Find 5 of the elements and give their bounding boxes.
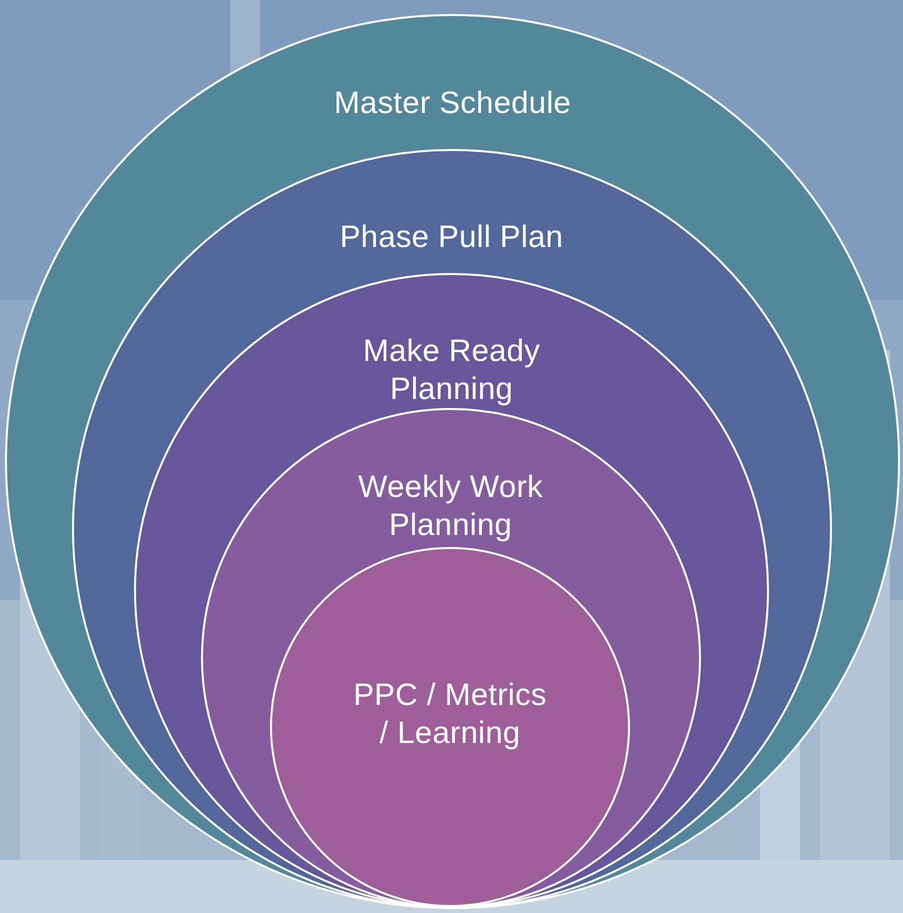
- band-label: Weekly Work Planning: [357, 468, 544, 544]
- band-label: Phase Pull Plan: [338, 218, 564, 256]
- band-label: PPC / Metrics / Learning: [352, 676, 548, 752]
- band-label: Master Schedule: [332, 84, 572, 122]
- band-label: Make Ready Planning: [362, 332, 542, 408]
